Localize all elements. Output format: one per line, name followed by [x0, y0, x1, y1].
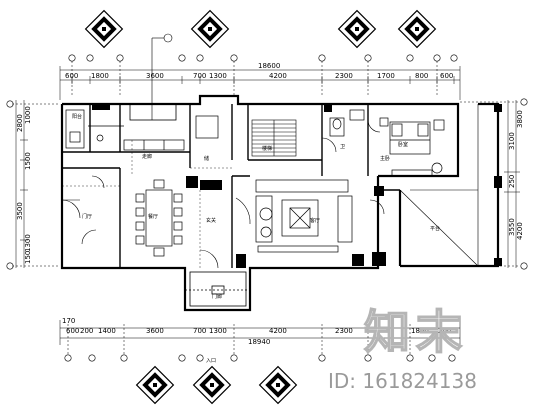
watermark-id: ID: 161824138: [328, 369, 477, 393]
dim-top-9: 600: [440, 72, 453, 80]
axis-bubbles-sides: [6, 98, 528, 270]
room-label-storage: 储: [204, 155, 209, 162]
dim-bottom-10: 200: [438, 327, 451, 335]
dim-top-3: 700: [193, 72, 206, 80]
reference-leader: [151, 33, 173, 120]
room-label-door-left: 门厅: [82, 213, 92, 220]
room-label-dining: 餐厅: [148, 213, 158, 220]
room-label-terrace: 平台: [430, 225, 440, 232]
dim-left-2: 1500: [24, 152, 32, 170]
dim-top-7: 1700: [377, 72, 395, 80]
dim-bottom-5: 700: [193, 327, 206, 335]
room-label-gate: 门廊: [212, 293, 222, 300]
dim-bottom-8: 2300: [335, 327, 353, 335]
dim-bottom-7: 4200: [269, 327, 287, 335]
bedroom-furniture: [379, 117, 445, 177]
dim-right-0: 3100: [508, 132, 516, 150]
index-diamond-bottom-2: [192, 365, 232, 405]
dim-top-8: 800: [415, 72, 428, 80]
staircase: [251, 119, 297, 157]
dim-left-0: 2800: [16, 114, 24, 132]
dim-left-1: 1000: [24, 106, 32, 124]
room-label-bath: 卫: [340, 144, 345, 150]
room-label-veranda: 阳台: [72, 113, 82, 120]
dim-bottom-2: 200: [80, 327, 93, 335]
dimension-lines-bottom: [59, 320, 461, 355]
dim-top-1: 1800: [91, 72, 109, 80]
index-diamond-bottom-3: [258, 365, 298, 405]
dim-top-6: 2300: [335, 72, 353, 80]
front-porch: [185, 271, 250, 307]
column-blocks: [92, 103, 502, 268]
index-diamond-bottom-1: [135, 365, 175, 405]
dim-right-1: 3800: [516, 110, 524, 128]
room-label-corridor: 走廊: [142, 153, 152, 160]
dim-top-total: 18600: [258, 62, 280, 70]
interior-walls: [62, 104, 400, 268]
dim-bottom-0: 170: [62, 317, 75, 325]
dim-bottom-9: 1800: [411, 327, 429, 335]
dim-right-4: 4200: [516, 222, 524, 240]
living-sofa-set: [255, 179, 353, 253]
guide-lines: [62, 140, 232, 268]
dim-left-5: 150: [24, 251, 32, 264]
dining-table: [135, 179, 183, 257]
index-diamond-top-4: [397, 9, 437, 49]
dim-top-2: 3600: [146, 72, 164, 80]
kitchen-area: [65, 109, 185, 151]
dim-left-3: 3500: [16, 202, 24, 220]
dim-right-3: 3550: [508, 218, 516, 236]
room-label-master: 主卧: [380, 155, 390, 162]
dimension-lines-top: [59, 61, 461, 100]
index-diamond-top-3: [337, 9, 377, 49]
dim-bottom-6: 1300: [209, 327, 227, 335]
room-label-living: 客厅: [310, 217, 320, 224]
dim-left-4: 1300: [24, 234, 32, 252]
door-swings: [61, 119, 385, 269]
watermark-logo: 知末: [364, 305, 468, 359]
index-diamond-top-2: [190, 9, 230, 49]
axis-bubbles-top: [68, 54, 458, 62]
room-label-foyer: 玄关: [206, 217, 216, 224]
dim-bottom-1: 600: [66, 327, 79, 335]
dim-bottom-3: 1400: [98, 327, 116, 335]
dim-bottom-4: 3600: [146, 327, 164, 335]
room-label-bedroom: 卧室: [398, 141, 408, 148]
terrace-area: [399, 104, 479, 267]
dimension-lines-left: [12, 100, 60, 268]
dim-top-0: 600: [65, 72, 78, 80]
dim-top-5: 4200: [269, 72, 287, 80]
dim-top-4: 1300: [209, 72, 227, 80]
room-label-entrance: 入口: [206, 358, 216, 364]
index-diamond-top-1: [84, 9, 124, 49]
axis-bubbles-bottom: [64, 354, 456, 362]
dim-right-2: 250: [508, 175, 516, 188]
bathroom-fixtures: [195, 109, 365, 139]
dim-bottom-total: 18940: [248, 338, 270, 346]
room-label-stair: 楼梯: [262, 145, 272, 152]
